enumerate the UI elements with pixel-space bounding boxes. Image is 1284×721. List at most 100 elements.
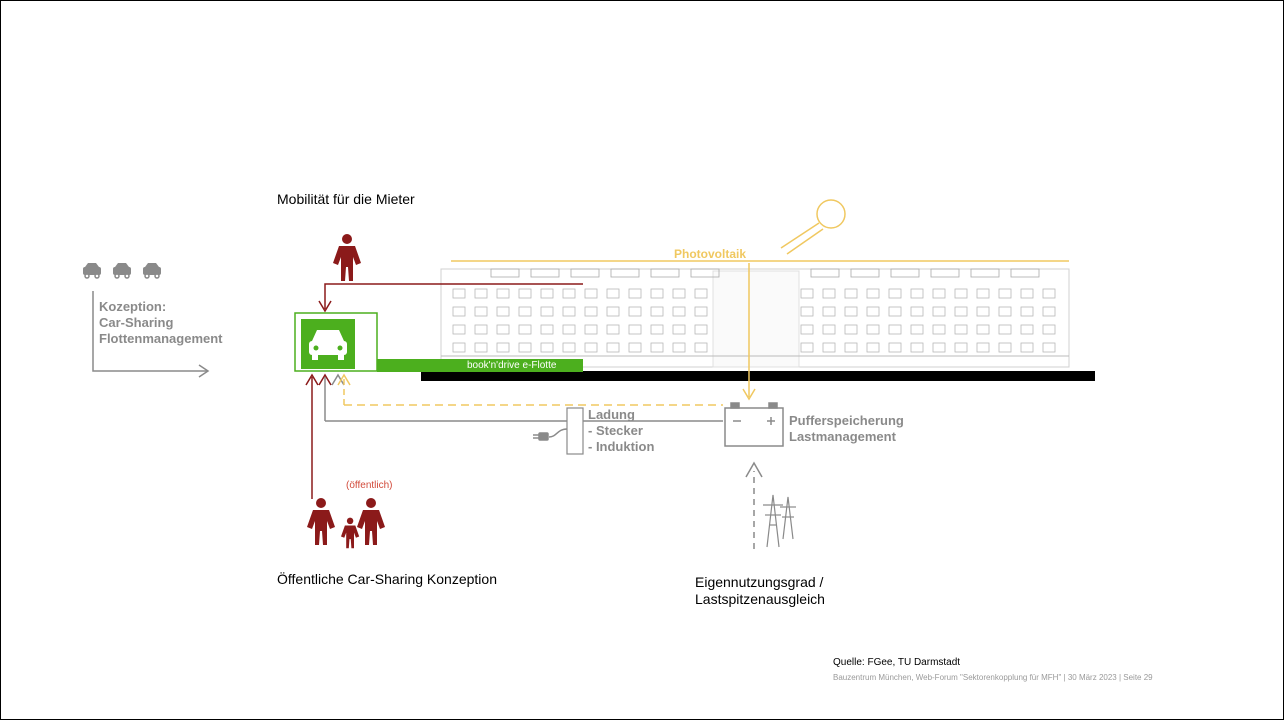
roof-block — [930, 268, 960, 278]
pv-dashed-line — [343, 379, 723, 406]
building-window — [1020, 342, 1034, 353]
fleet-bar — [377, 359, 583, 372]
building-window — [606, 342, 620, 353]
label-buffer-line1: Pufferspeicherung — [789, 413, 904, 428]
building-window — [584, 324, 598, 335]
ground-bar — [421, 371, 1095, 381]
source-credit: Quelle: FGee, TU Darmstadt — [833, 657, 961, 668]
building-window — [540, 342, 554, 353]
building-window — [888, 342, 902, 353]
building-window — [1042, 324, 1056, 335]
building-window — [976, 288, 990, 299]
roof-block — [490, 268, 520, 278]
building-window — [800, 288, 814, 299]
building-window — [474, 306, 488, 317]
building-window — [562, 324, 576, 335]
building-window — [844, 288, 858, 299]
building-window — [932, 342, 946, 353]
building-windows — [452, 268, 1056, 353]
building-window — [606, 306, 620, 317]
roof-block — [970, 268, 1000, 278]
tenant-arrow — [324, 283, 583, 309]
building-window — [474, 324, 488, 335]
building-window — [518, 324, 532, 335]
building-window — [628, 288, 642, 299]
building-window — [562, 306, 576, 317]
building-window — [650, 306, 664, 317]
battery-icon — [724, 402, 784, 447]
building-window — [954, 288, 968, 299]
roof-block — [890, 268, 920, 278]
building — [440, 268, 1070, 368]
building-window — [628, 324, 642, 335]
building-window — [932, 306, 946, 317]
building-window — [540, 306, 554, 317]
label-public-concept: Öffentliche Car-Sharing Konzeption — [277, 571, 497, 587]
person-icon — [307, 498, 335, 545]
building-window — [694, 324, 708, 335]
roof-block — [690, 268, 720, 278]
building-window — [562, 342, 576, 353]
building-window — [496, 288, 510, 299]
building-window — [1042, 306, 1056, 317]
roof-block — [810, 268, 840, 278]
building-window — [1020, 306, 1034, 317]
building-window — [452, 288, 466, 299]
building-window — [888, 288, 902, 299]
building-window — [910, 288, 924, 299]
building-window — [932, 324, 946, 335]
building-window — [800, 306, 814, 317]
label-public-tag: (öffentlich) — [346, 480, 393, 491]
concept-bracket-arrow — [92, 291, 207, 372]
building-window — [954, 306, 968, 317]
building-window — [452, 324, 466, 335]
building-window — [496, 324, 510, 335]
building-window — [1020, 288, 1034, 299]
concept-arrowhead — [198, 364, 210, 378]
roof-block — [850, 268, 880, 278]
building-window — [672, 342, 686, 353]
person-icon — [341, 517, 360, 549]
building-window — [1042, 342, 1056, 353]
public-arrows — [305, 373, 332, 499]
building-window — [694, 306, 708, 317]
building-window — [888, 306, 902, 317]
building-window — [584, 306, 598, 317]
building-window — [584, 288, 598, 299]
building-window — [954, 324, 968, 335]
charging-lines — [324, 377, 723, 422]
building-window — [628, 306, 642, 317]
label-charging-title: Ladung — [588, 407, 635, 422]
building-window — [998, 288, 1012, 299]
building-window — [976, 306, 990, 317]
roof-block — [530, 268, 560, 278]
building-window — [822, 288, 836, 299]
building-window — [910, 324, 924, 335]
building-window — [800, 342, 814, 353]
roof-block — [610, 268, 640, 278]
building-window — [562, 288, 576, 299]
label-concept-title: Kozeption: — [99, 299, 167, 314]
building-window — [910, 342, 924, 353]
building-window — [672, 306, 686, 317]
building-window — [694, 342, 708, 353]
building-window — [976, 342, 990, 353]
building-window — [628, 342, 642, 353]
building-window — [452, 342, 466, 353]
building-window — [650, 288, 664, 299]
car-charge-arrowhead — [331, 373, 345, 386]
building-window — [866, 342, 880, 353]
building-window — [606, 288, 620, 299]
building-window — [1020, 324, 1034, 335]
label-buffer-line2: Lastmanagement — [789, 429, 896, 444]
label-charging-plug: - Stecker — [588, 423, 643, 438]
building-window — [800, 324, 814, 335]
building-window — [650, 324, 664, 335]
label-photovoltaik: Photovoltaik — [674, 247, 747, 261]
building-window — [932, 288, 946, 299]
label-mobility-tenants: Mobilität für die Mieter — [277, 191, 415, 207]
car-icons-group — [83, 263, 161, 279]
building-window — [672, 324, 686, 335]
